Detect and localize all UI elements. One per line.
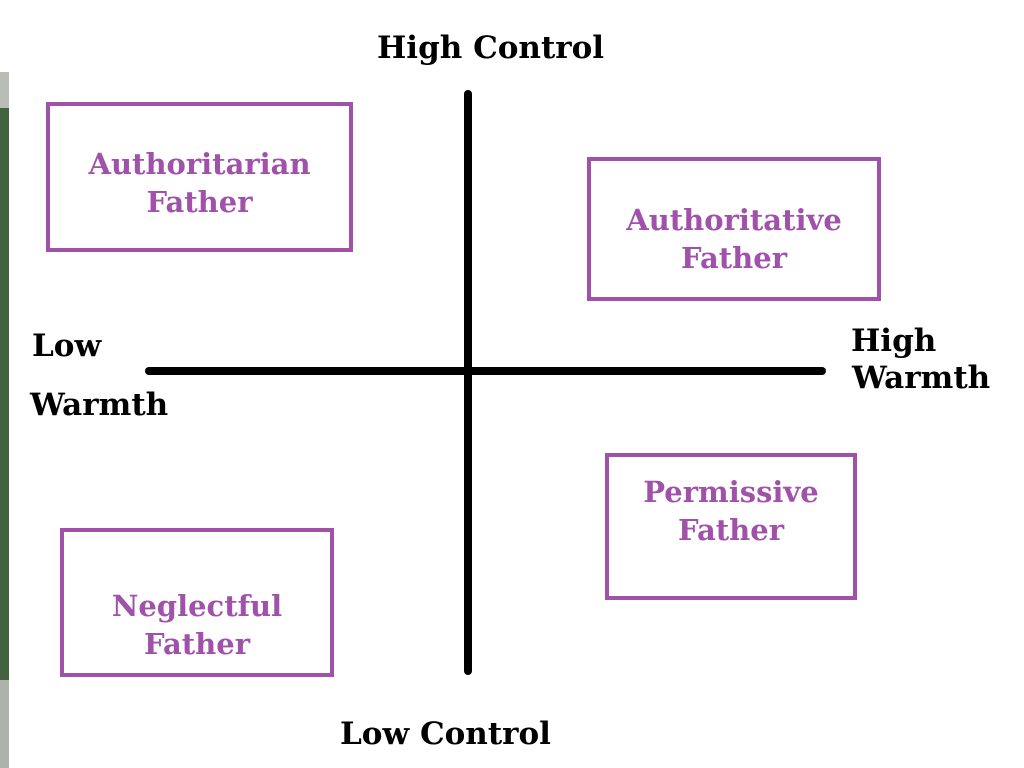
- quadrant-label-line2: Father: [680, 241, 787, 275]
- quadrant-label-line1: Permissive: [643, 475, 819, 509]
- left-axis-label-line1: Low: [32, 328, 102, 364]
- horizontal-axis-warmth: [145, 367, 826, 375]
- quadrant-label-line2: Father: [146, 185, 253, 219]
- quadrant-box-neglectful: Neglectful Father: [60, 528, 334, 677]
- quadrant-label-line2: Father: [677, 513, 784, 547]
- left-axis-label-line2: Warmth: [30, 387, 169, 423]
- quadrant-label-authoritarian: Authoritarian Father: [50, 145, 349, 221]
- right-axis-label-line2: Warmth: [852, 360, 991, 396]
- left-edge-strip-green: [0, 108, 9, 680]
- quadrant-label-authoritative: Authoritative Father: [591, 201, 877, 277]
- left-edge-strip-top: [0, 72, 9, 108]
- quadrant-label-neglectful: Neglectful Father: [64, 587, 330, 663]
- top-axis-label: High Control: [377, 30, 605, 66]
- quadrant-box-authoritative: Authoritative Father: [587, 157, 881, 301]
- right-axis-label-line1: High: [851, 323, 937, 359]
- bottom-axis-label: Low Control: [340, 716, 551, 752]
- vertical-axis-control: [464, 90, 472, 675]
- quadrant-label-line1: Neglectful: [111, 589, 283, 623]
- quadrant-label-line2: Father: [143, 627, 250, 661]
- quadrant-box-permissive: Permissive Father: [605, 453, 857, 600]
- quadrant-label-permissive: Permissive Father: [609, 473, 853, 549]
- quadrant-label-line1: Authoritarian: [88, 147, 311, 181]
- left-edge-strip-bottom: [0, 680, 9, 768]
- quadrant-box-authoritarian: Authoritarian Father: [46, 102, 353, 252]
- quadrant-label-line1: Authoritative: [626, 203, 842, 237]
